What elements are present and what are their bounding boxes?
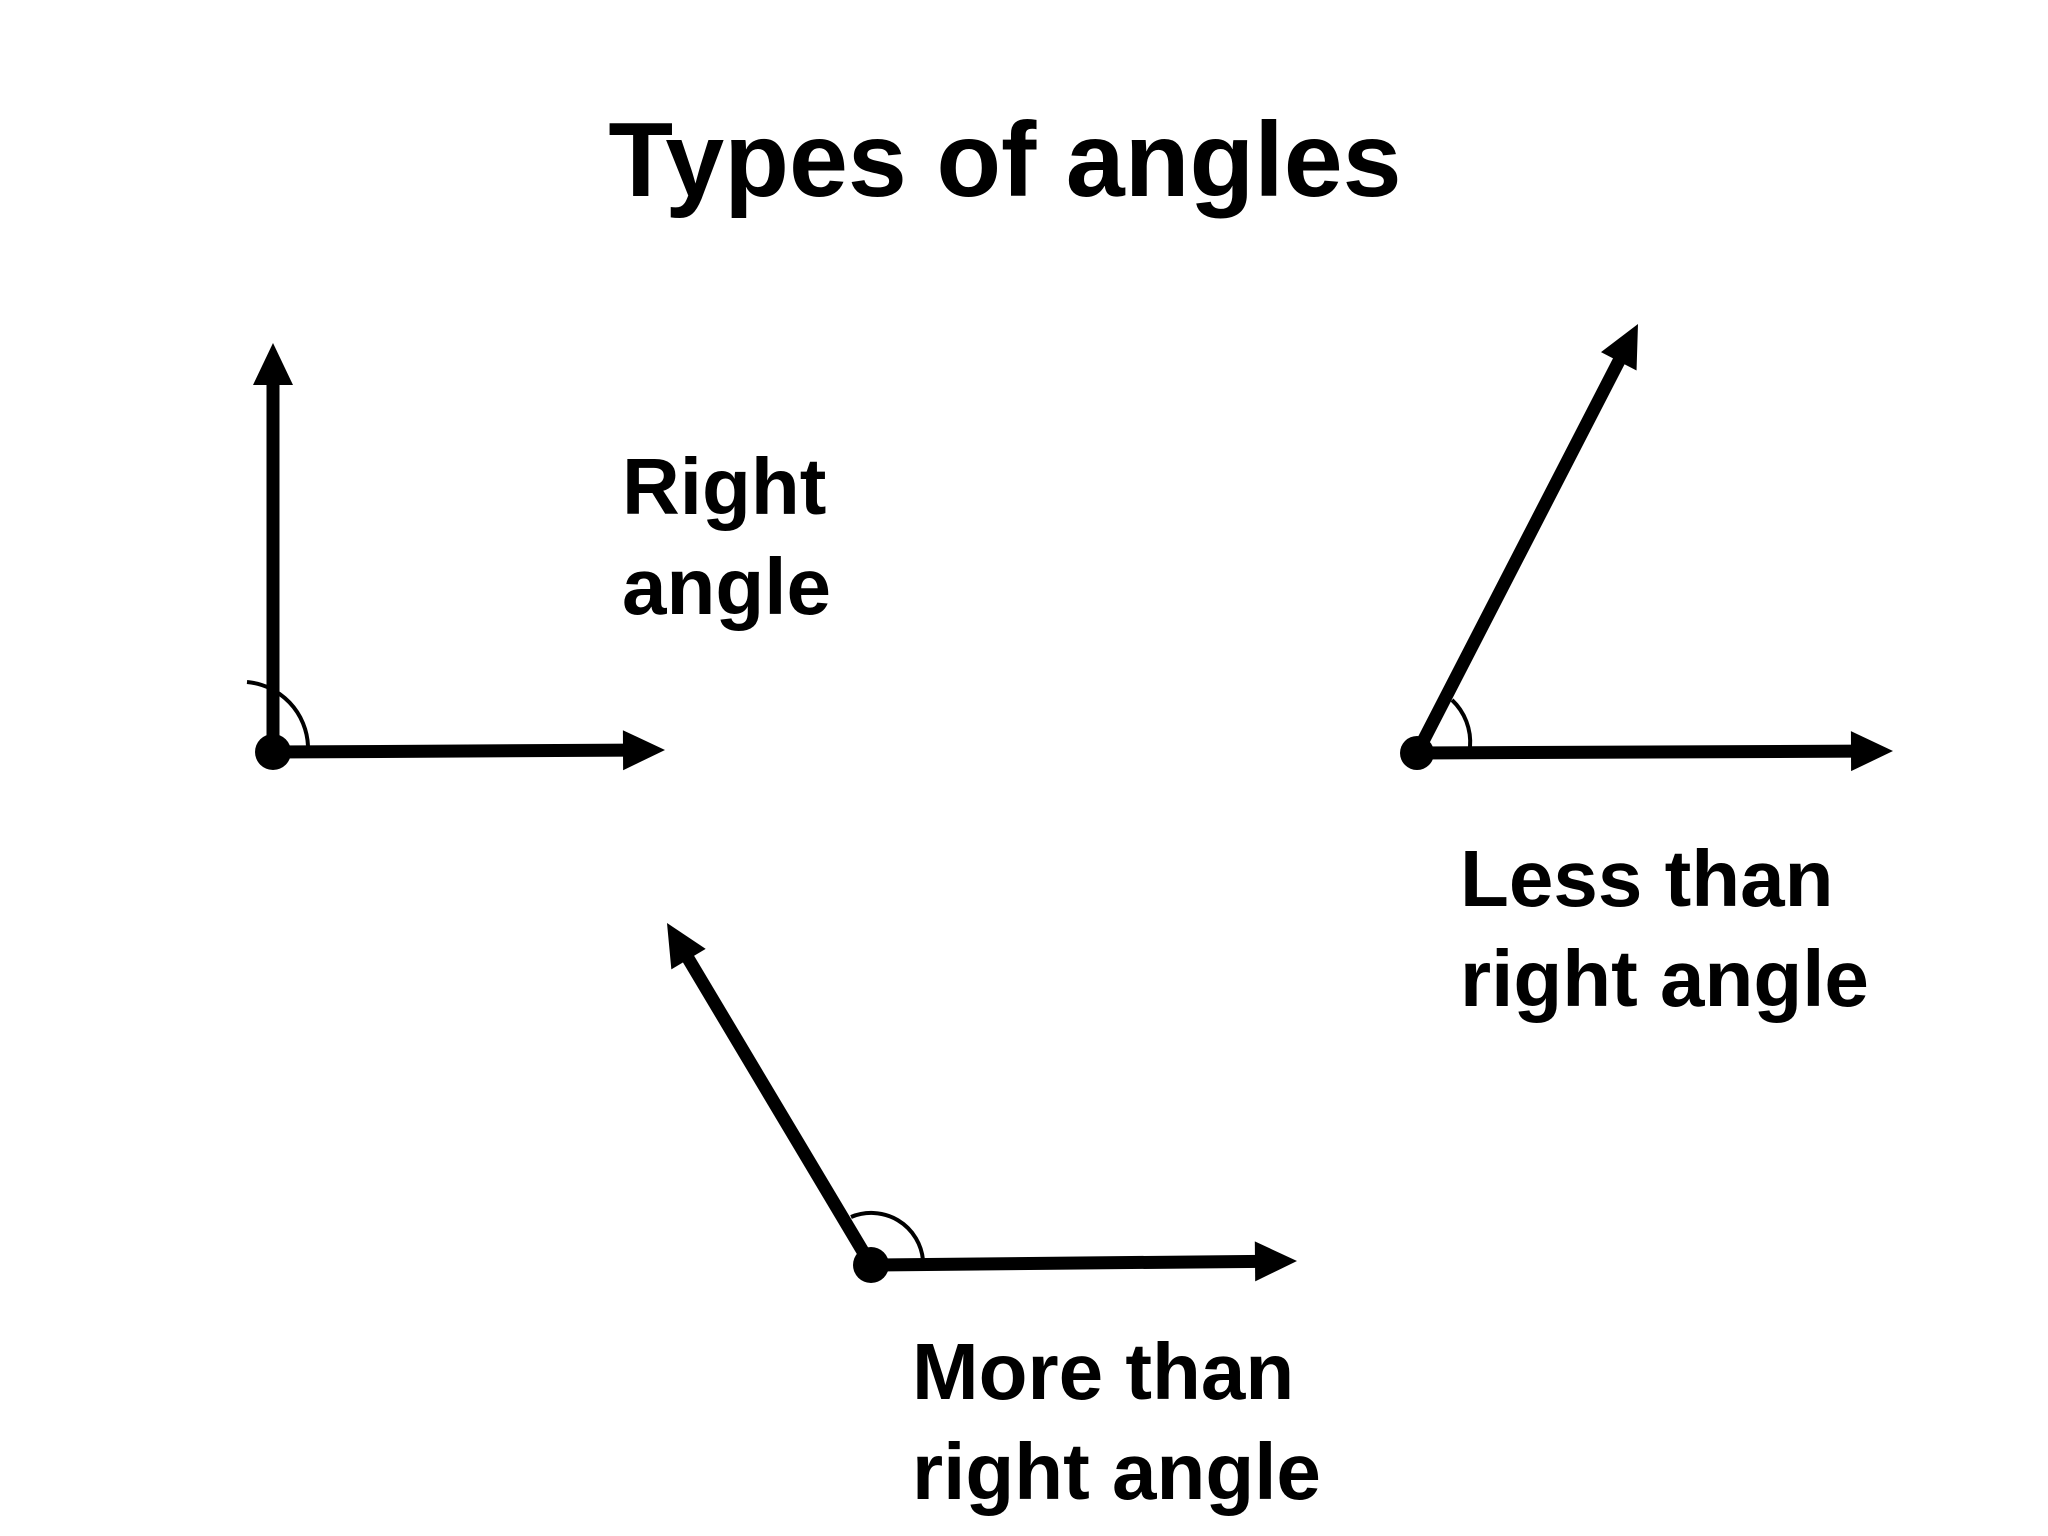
label-line: Less than <box>1460 834 1834 923</box>
arrowhead-up-right <box>1600 324 1638 371</box>
label-line: angle <box>622 542 831 631</box>
angle-arc <box>246 680 310 747</box>
more-than-right-angle-label: More than right angle <box>912 1322 1321 1522</box>
more-than-right-angle-figure <box>667 923 1297 1283</box>
arrowhead-right <box>1254 1241 1297 1282</box>
right-angle-label: Right angle <box>622 437 831 637</box>
vertex-dot <box>853 1247 889 1283</box>
less-than-right-angle-figure <box>1400 324 1893 772</box>
label-line: Right <box>622 442 827 531</box>
page-title: Types of angles <box>608 101 1402 219</box>
angle-arc <box>1450 698 1473 748</box>
right-angle-figure <box>246 343 665 771</box>
angle-arc <box>850 1210 925 1261</box>
ray-right <box>1416 744 1858 760</box>
label-line: More than <box>912 1327 1295 1416</box>
ray-right <box>272 743 630 759</box>
ray-up-left <box>679 950 877 1269</box>
arrowhead-right <box>1850 731 1893 772</box>
vertex-dot <box>255 734 291 770</box>
ray-up-right <box>1411 353 1628 756</box>
ray-right <box>870 1254 1262 1272</box>
arrowhead-up <box>253 343 293 385</box>
arrowhead-right <box>622 730 665 771</box>
arrowhead-up-left <box>667 923 706 970</box>
less-than-right-angle-label: Less than right angle <box>1460 829 1869 1029</box>
vertex-dot <box>1400 736 1434 770</box>
label-line: right angle <box>912 1427 1321 1516</box>
label-line: right angle <box>1460 934 1869 1023</box>
